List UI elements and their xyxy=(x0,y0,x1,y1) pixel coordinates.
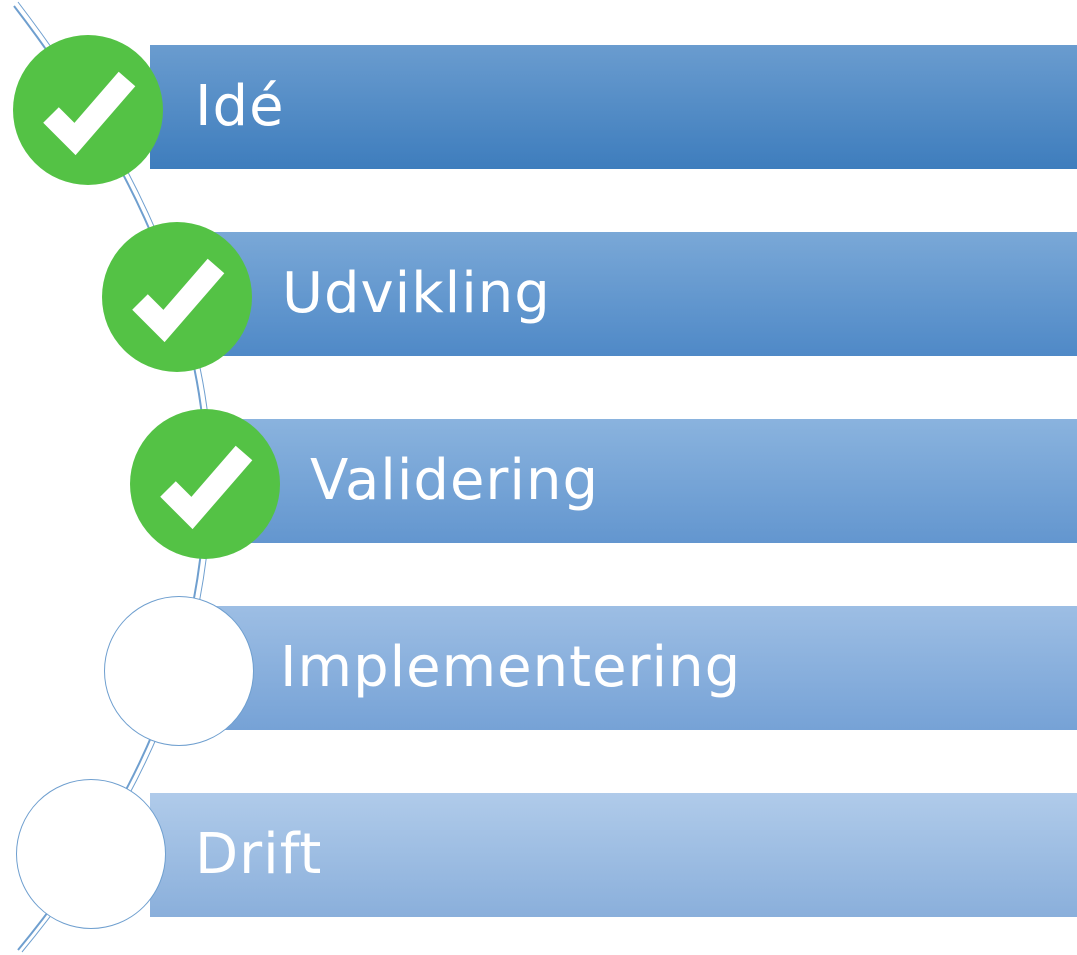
step-label: Implementering xyxy=(280,635,742,700)
step-label: Drift xyxy=(195,822,323,887)
checkmark-icon xyxy=(130,409,280,559)
checkmark-icon xyxy=(102,222,252,372)
empty-circle-icon xyxy=(16,779,166,929)
step-bar-udvikling: Udvikling xyxy=(210,232,1077,356)
step-label: Validering xyxy=(310,448,600,513)
step-label: Idé xyxy=(195,74,285,139)
step-bar-drift: Drift xyxy=(150,793,1077,917)
checkmark-icon xyxy=(13,35,163,185)
step-bar-validering: Validering xyxy=(222,419,1077,543)
step-label: Udvikling xyxy=(282,261,551,326)
step-bar-ide: Idé xyxy=(150,45,1077,169)
empty-circle-icon xyxy=(104,596,254,746)
step-bar-implementering: Implementering xyxy=(210,606,1077,730)
